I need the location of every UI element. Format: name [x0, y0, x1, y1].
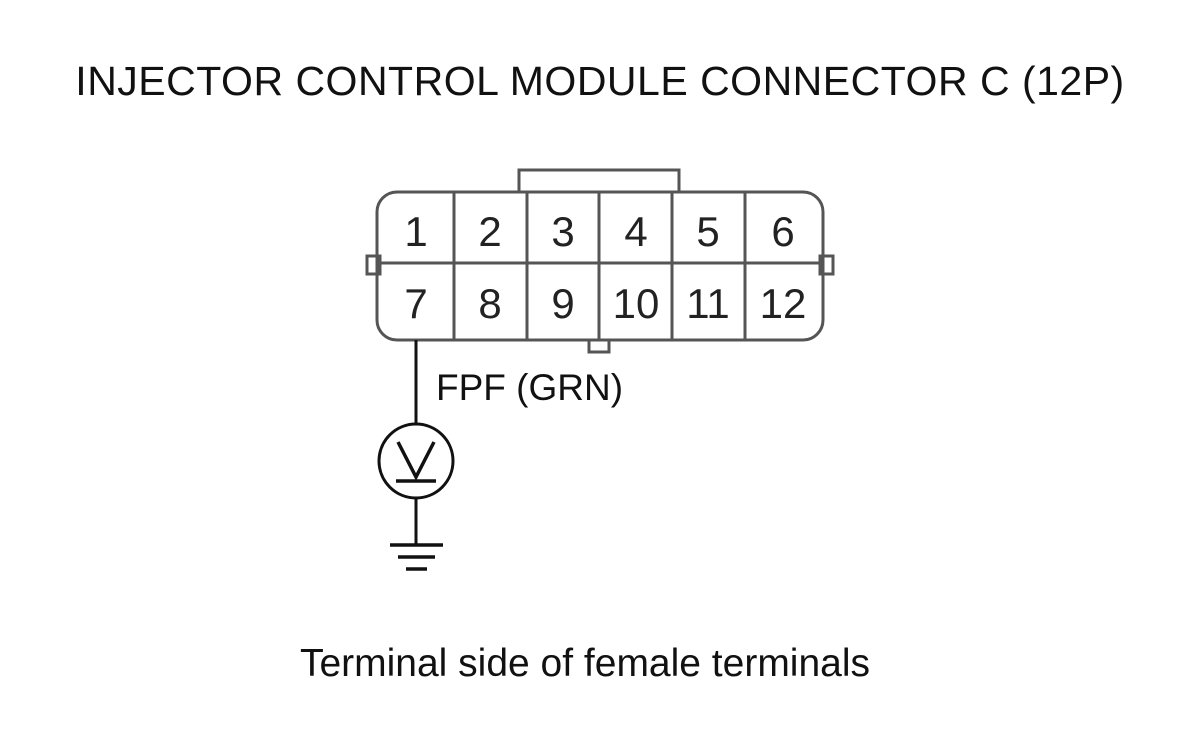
connector-top-row: 1 2 3 4 5 6 [404, 208, 794, 255]
voltmeter-icon [377, 422, 455, 500]
wire-label: FPF (GRN) [436, 367, 623, 408]
pin-label: 3 [551, 208, 574, 255]
pin-label: 2 [478, 208, 501, 255]
diagram-caption: Terminal side of female terminals [299, 642, 871, 685]
pin-label: 4 [624, 208, 647, 255]
connector-left-nub [365, 254, 382, 276]
pin-label: 8 [478, 280, 501, 327]
page-title: INJECTOR CONTROL MODULE CONNECTOR C (12P… [75, 58, 1125, 104]
pin-label: 7 [404, 280, 427, 327]
pin-label: 10 [613, 280, 660, 327]
connector-column-dividers [452, 192, 747, 340]
pin-label: 1 [404, 208, 427, 255]
pin-label: 9 [551, 280, 574, 327]
connector-bottom-tab [587, 338, 611, 354]
connector-bottom-row: 7 8 9 10 11 12 [404, 280, 806, 327]
connector-lock-tab [517, 168, 681, 192]
pin-label: 11 [686, 280, 730, 327]
pin-label: 12 [760, 280, 807, 327]
pin-label: 5 [696, 208, 719, 255]
connector-right-nub [818, 254, 835, 276]
ground-icon [390, 543, 443, 571]
pin-label: 6 [771, 208, 794, 255]
